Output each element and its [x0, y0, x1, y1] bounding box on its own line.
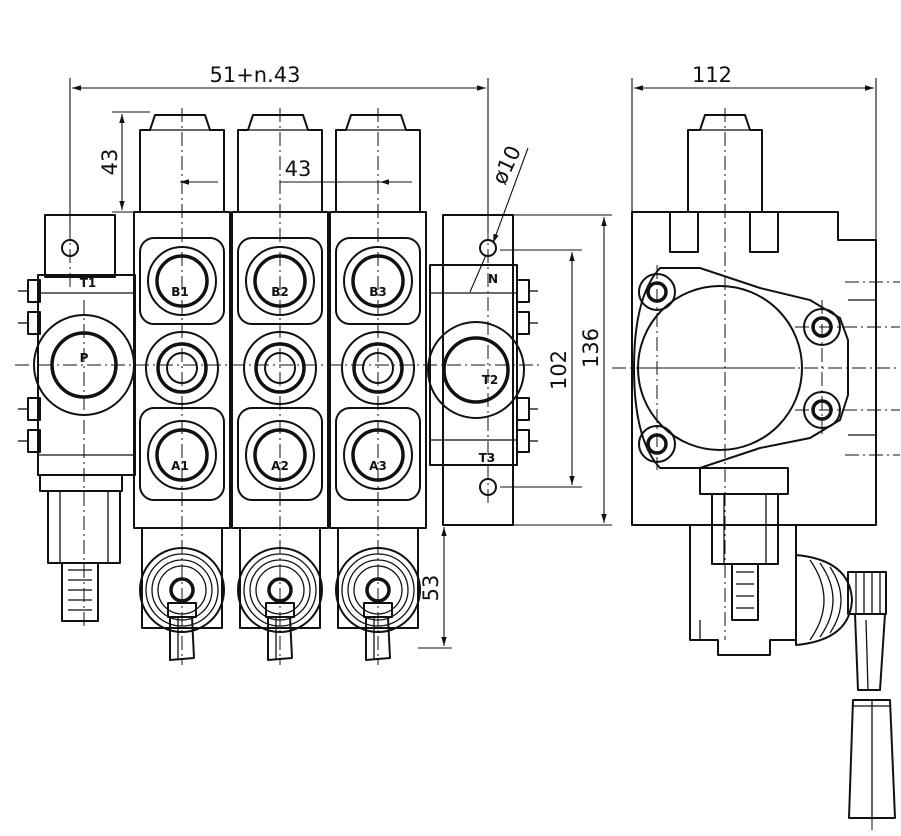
port-label-b3: B3: [369, 285, 387, 299]
port-label-b2: B2: [271, 285, 289, 299]
port-label-t2: T2: [482, 373, 499, 387]
port-label-b1: B1: [171, 285, 189, 299]
port-label-p: P: [80, 351, 89, 365]
dim-lever-offset: 53: [419, 575, 443, 602]
port-label-a3: A3: [369, 459, 387, 473]
section-3: [329, 114, 427, 661]
front-view: T1 P B1 B2 B3 A1 A2 A3 N T2 T3: [15, 108, 540, 665]
side-view: [612, 108, 900, 830]
dim-overall-width: 51+n.43: [209, 63, 300, 87]
dim-top-height: 43: [98, 149, 122, 176]
inlet-section: [18, 214, 136, 622]
port-label-n: N: [488, 272, 498, 286]
dim-hole-diameter: ø10: [487, 142, 525, 188]
dim-port-spacing: 102: [547, 350, 571, 390]
dim-body-height: 136: [579, 328, 603, 368]
port-label-a2: A2: [271, 459, 289, 473]
section-1: [133, 114, 231, 661]
dimensions: 51+n.43 112 43 43 ø10 102 136 53: [69, 63, 877, 649]
dim-section-pitch: 43: [285, 157, 312, 181]
section-2: [231, 114, 329, 661]
dim-side-width: 112: [692, 63, 732, 87]
port-label-a1: A1: [171, 459, 189, 473]
port-label-t3: T3: [479, 451, 496, 465]
port-label-t1: T1: [80, 276, 97, 290]
